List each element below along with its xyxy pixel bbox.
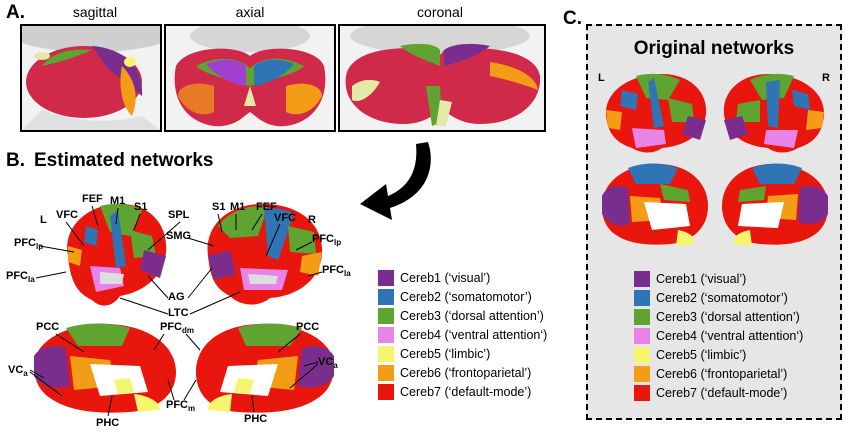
label-pfc-lp-left: PFClp — [14, 237, 44, 252]
label-c-left: L — [598, 72, 605, 84]
legend-label: Cereb5 (‘limbic’) — [656, 347, 747, 362]
legend-label: Cereb4 (‘ventral attention‘) — [400, 327, 548, 342]
estimated-medial-left-brain — [34, 323, 176, 413]
label-ltc: LTC — [168, 307, 189, 319]
label-s1-left: S1 — [134, 201, 148, 213]
label-spl: SPL — [168, 209, 190, 221]
label-pfc-lp-right: PFClp — [312, 233, 342, 248]
legend-item: Cereb5 (‘limbic’) — [634, 345, 803, 364]
label-vfc-right: VFC — [274, 212, 296, 224]
panel-c-title: Original networks — [633, 38, 795, 59]
legend-label: Cereb7 (‘default-mode’) — [400, 384, 532, 399]
legend-label: Cereb5 (‘limbic’) — [400, 346, 491, 361]
label-pfc-dm: PFCdm — [160, 321, 194, 336]
legend-swatch — [634, 270, 650, 287]
label-smg: SMG — [166, 230, 192, 242]
legend-label: Cereb2 (‘somatomotor’) — [656, 290, 788, 305]
label-fef-right: FEF — [256, 201, 277, 213]
view-title-coronal: coronal — [417, 4, 463, 20]
original-lateral-right-brain — [723, 73, 825, 153]
legend-swatch — [378, 269, 394, 286]
legend-label: Cereb3 (‘dorsal attention’) — [400, 308, 544, 323]
label-pcc-right: PCC — [296, 321, 320, 333]
legend-item: Cereb6 (‘frontoparietal’) — [378, 363, 547, 382]
label-pfc-m: PFCm — [166, 399, 196, 414]
legend-item: Cereb4 (‘ventral attention‘) — [634, 326, 803, 345]
legend-swatch — [378, 383, 394, 400]
cerebellum-axial-image — [164, 24, 336, 132]
legend-original: Cereb1 (‘visual’) Cereb2 (‘somatomotor’)… — [634, 269, 803, 402]
view-title-axial: axial — [235, 4, 265, 20]
label-s1-right: S1 — [212, 201, 226, 213]
legend-item: Cereb5 (‘limbic’) — [378, 344, 547, 363]
legend-swatch — [634, 384, 650, 401]
label-left-hemisphere: L — [40, 214, 47, 226]
label-vc-a-right: VCa — [318, 356, 338, 371]
legend-swatch — [634, 289, 650, 306]
cerebellum-coronal-image — [338, 24, 546, 132]
panel-b-title: Estimated networks — [34, 150, 214, 171]
legend-item: Cereb1 (‘visual’) — [634, 269, 803, 288]
legend-swatch — [378, 288, 394, 305]
legend-swatch — [378, 345, 394, 362]
legend-item: Cereb7 (‘default-mode’) — [634, 383, 803, 402]
legend-swatch — [378, 307, 394, 324]
label-m1-right: M1 — [230, 201, 246, 213]
legend-item: Cereb7 (‘default-mode’) — [378, 382, 547, 401]
legend-label: Cereb7 (‘default-mode’) — [656, 385, 788, 400]
panel-b-letter: B. — [6, 150, 25, 171]
label-right-hemisphere: R — [308, 214, 316, 226]
legend-item: Cereb4 (‘ventral attention‘) — [378, 325, 547, 344]
legend-item: Cereb2 (‘somatomotor’) — [634, 288, 803, 307]
legend-item: Cereb2 (‘somatomotor’) — [378, 287, 547, 306]
legend-swatch — [378, 326, 394, 343]
panel-a-letter: A. — [6, 2, 25, 23]
original-medial-right-brain — [722, 163, 828, 246]
legend-item: Cereb6 (‘frontoparietal’) — [634, 364, 803, 383]
legend-item: Cereb3 (‘dorsal attention’) — [634, 307, 803, 326]
label-phc-right: PHC — [244, 413, 268, 425]
label-phc-left: PHC — [96, 417, 120, 429]
label-fef-left: FEF — [82, 193, 103, 205]
original-medial-left-brain — [602, 163, 708, 246]
legend-swatch — [378, 364, 394, 381]
label-pcc-left: PCC — [36, 321, 60, 333]
estimated-lateral-left-brain — [67, 203, 167, 306]
legend-swatch — [634, 327, 650, 344]
legend-item: Cereb3 (‘dorsal attention’) — [378, 306, 547, 325]
original-lateral-left-brain — [605, 73, 707, 153]
label-vfc-left: VFC — [56, 209, 78, 221]
label-vc-a-left: VCa — [8, 364, 28, 379]
estimated-medial-right-brain — [196, 323, 334, 413]
label-m1-left: M1 — [110, 195, 126, 207]
label-pfc-la-right: PFCla — [322, 264, 351, 279]
legend-swatch — [634, 365, 650, 382]
legend-label: Cereb1 (‘visual’) — [400, 270, 491, 285]
label-pfc-la-left: PFCla — [6, 270, 35, 285]
legend-item: Cereb1 (‘visual’) — [378, 268, 547, 287]
legend-swatch — [634, 346, 650, 363]
legend-label: Cereb6 (‘frontoparietal’) — [400, 365, 532, 380]
label-ag: AG — [168, 291, 185, 303]
curved-arrow-icon — [360, 142, 431, 220]
legend-label: Cereb1 (‘visual’) — [656, 271, 747, 286]
legend-swatch — [634, 308, 650, 325]
original-networks-panel: Original networks L R — [586, 24, 842, 420]
legend-label: Cereb2 (‘somatomotor’) — [400, 289, 532, 304]
view-title-sagittal: sagittal — [72, 4, 118, 20]
legend-label: Cereb6 (‘frontoparietal’) — [656, 366, 788, 381]
legend-estimated: Cereb1 (‘visual’) Cereb2 (‘somatomotor’)… — [378, 268, 547, 401]
legend-label: Cereb4 (‘ventral attention‘) — [656, 328, 804, 343]
panel-c-letter: C. — [563, 8, 582, 29]
label-c-right: R — [822, 72, 830, 84]
cerebellum-sagittal-image — [20, 24, 162, 132]
legend-label: Cereb3 (‘dorsal attention’) — [656, 309, 800, 324]
